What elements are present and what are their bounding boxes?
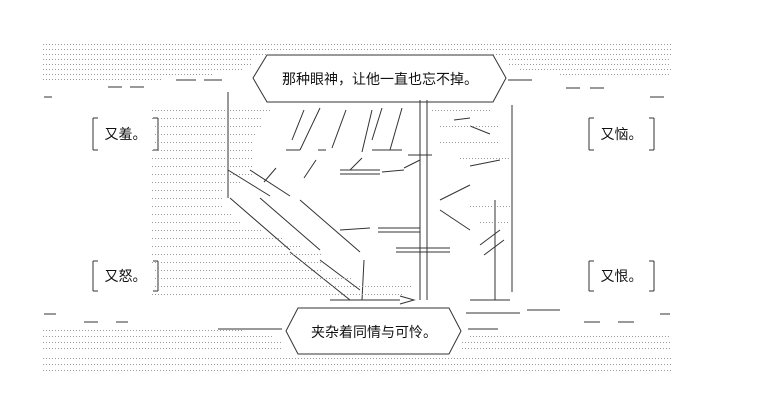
dot-row: [152, 110, 272, 111]
dot-row: [152, 262, 322, 263]
dot-row: [152, 278, 352, 279]
dot-row: [509, 59, 671, 60]
dot-row: [152, 118, 262, 119]
dot-row: [152, 294, 402, 295]
dot-row: [470, 336, 671, 337]
dot-row: [480, 222, 510, 223]
dot-row: [43, 64, 253, 65]
dot-row: [432, 110, 492, 111]
dot-row: [152, 126, 262, 127]
dot-row: [152, 238, 282, 239]
dot-row: [152, 134, 257, 135]
dot-row: [152, 198, 222, 199]
bottom-flourish: [44, 309, 670, 330]
top-caption: 那种眼神，让他一直也忘不掉。: [262, 64, 498, 94]
dot-row: [43, 330, 243, 331]
bottom-caption-text: 夹杂着同情与可怜。: [311, 325, 437, 341]
dot-row: [43, 49, 671, 50]
label-top-right: 又恼。: [592, 121, 651, 147]
dot-row: [43, 69, 243, 70]
dot-row: [152, 150, 252, 151]
dot-row: [440, 126, 500, 127]
label-top-left-text: 又羞。: [104, 127, 147, 143]
label-bottom-right-text: 又恨。: [600, 269, 643, 285]
dot-row: [152, 286, 412, 287]
dot-row: [470, 206, 510, 207]
dot-row: [152, 206, 222, 207]
dot-row: [152, 182, 242, 183]
dot-row: [43, 358, 671, 359]
dot-row: [43, 342, 283, 343]
label-top-left: 又羞。: [96, 121, 155, 147]
dot-row: [43, 79, 163, 80]
dot-row: [152, 246, 302, 247]
label-bottom-left-text: 又怒。: [104, 269, 147, 285]
dot-row: [152, 166, 252, 167]
bottom-caption: 夹杂着同情与可怜。: [292, 317, 456, 347]
dot-row: [43, 370, 671, 371]
dot-row: [152, 142, 252, 143]
top-right-frame: [588, 117, 655, 151]
dot-row: [152, 158, 252, 159]
dot-row: [152, 174, 252, 175]
top-caption-frame: [252, 54, 507, 103]
dot-row: [43, 54, 671, 55]
dot-row: [43, 364, 671, 365]
label-bottom-right: 又恨。: [592, 263, 651, 289]
label-bottom-left: 又怒。: [96, 263, 155, 289]
bottom-left-frame: [92, 260, 159, 292]
dot-row: [152, 222, 242, 223]
dot-row: [460, 158, 510, 159]
dot-row: [509, 64, 671, 65]
dot-row: [43, 348, 283, 349]
bottom-caption-frame: [285, 307, 462, 355]
dot-row: [152, 214, 232, 215]
dot-row: [43, 44, 671, 45]
top-flourish: [44, 79, 664, 98]
bottom-right-frame: [588, 260, 655, 292]
dot-row: [560, 74, 671, 75]
top-caption-text: 那种眼神，让他一直也忘不掉。: [282, 72, 478, 88]
dot-row: [462, 348, 671, 349]
dot-row: [152, 230, 262, 231]
dot-row: [440, 142, 500, 143]
dot-row: [43, 336, 273, 337]
dot-row: [520, 69, 671, 70]
dot-row: [43, 59, 253, 60]
dot-row: [152, 254, 322, 255]
label-top-right-text: 又恼。: [600, 127, 643, 143]
dot-row: [462, 342, 671, 343]
dot-row: [152, 190, 222, 191]
dot-row: [43, 74, 213, 75]
dot-row: [152, 270, 322, 271]
